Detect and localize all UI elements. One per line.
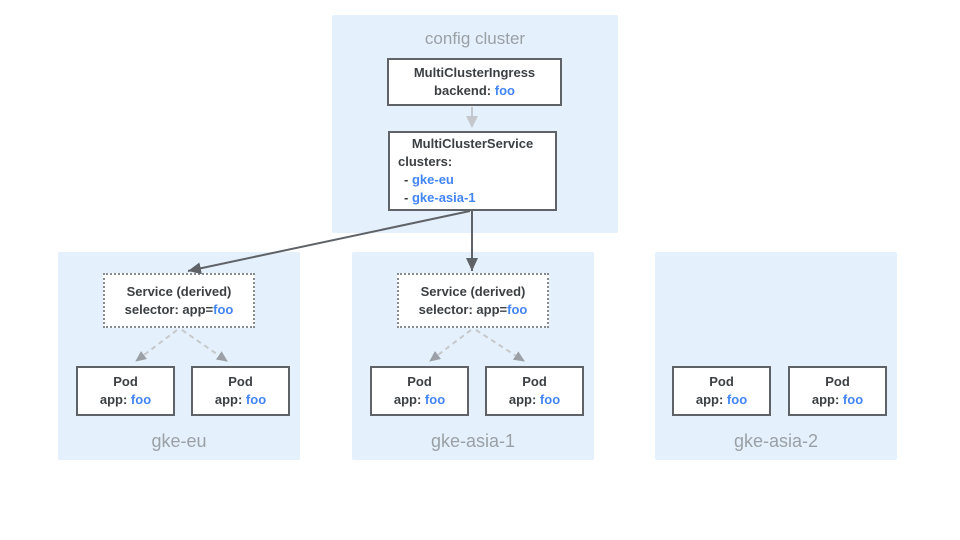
gke-asia-1-region: gke-asia-1	[352, 252, 594, 460]
cluster-ref-gke-eu: - gke-eu	[404, 172, 454, 187]
cluster-ref-gke-asia-1: - gke-asia-1	[404, 190, 476, 205]
multiclusterservice-name: MultiClusterService	[411, 136, 534, 151]
pod-app: app: foo	[811, 392, 864, 407]
pod-name: Pod	[522, 374, 547, 389]
gke-asia-2-region: gke-asia-2	[655, 252, 897, 460]
gke-asia-1-pod-2: Pod app: foo	[485, 366, 584, 416]
pod-app: app: foo	[214, 392, 267, 407]
backend-value: foo	[494, 83, 515, 98]
pod-name: Pod	[228, 374, 253, 389]
gke-asia-2-label: gke-asia-2	[733, 431, 819, 451]
multiclusterservice-node: MultiClusterService clusters: - gke-eu -…	[388, 131, 557, 211]
multiclusteringress-node: MultiClusterIngress backend: foo	[387, 58, 562, 106]
pod-app: app: foo	[508, 392, 561, 407]
gke-eu-label: gke-eu	[151, 431, 207, 451]
derived-service-name: Service (derived)	[126, 283, 232, 299]
pod-name: Pod	[825, 374, 850, 389]
config-cluster-title: config cluster	[424, 29, 526, 48]
gke-eu-pod-1: Pod app: foo	[76, 366, 175, 416]
derived-service-name: Service (derived)	[420, 283, 526, 299]
pod-app: app: foo	[695, 392, 748, 407]
pod-app: app: foo	[99, 392, 152, 407]
derived-service-selector: selector: app=foo	[124, 301, 234, 317]
derived-service-selector: selector: app=foo	[418, 301, 528, 317]
gke-eu-derived-service-node: Service (derived) selector: app=foo	[103, 273, 255, 328]
multiclusteringress-name: MultiClusterIngress	[413, 65, 536, 80]
gke-asia-2-pod-1: Pod app: foo	[672, 366, 771, 416]
multiclusteringress-backend: backend: foo	[434, 83, 515, 98]
gke-asia-1-derived-service-node: Service (derived) selector: app=foo	[397, 273, 549, 328]
pod-app: app: foo	[393, 392, 446, 407]
gke-asia-2-pod-2: Pod app: foo	[788, 366, 887, 416]
pod-name: Pod	[407, 374, 432, 389]
multiclusterservice-clusters-label: clusters:	[398, 154, 453, 169]
gke-asia-1-pod-1: Pod app: foo	[370, 366, 469, 416]
gke-asia-1-label: gke-asia-1	[430, 431, 516, 451]
gke-eu-pod-2: Pod app: foo	[191, 366, 290, 416]
pod-name: Pod	[709, 374, 734, 389]
pod-name: Pod	[113, 374, 138, 389]
